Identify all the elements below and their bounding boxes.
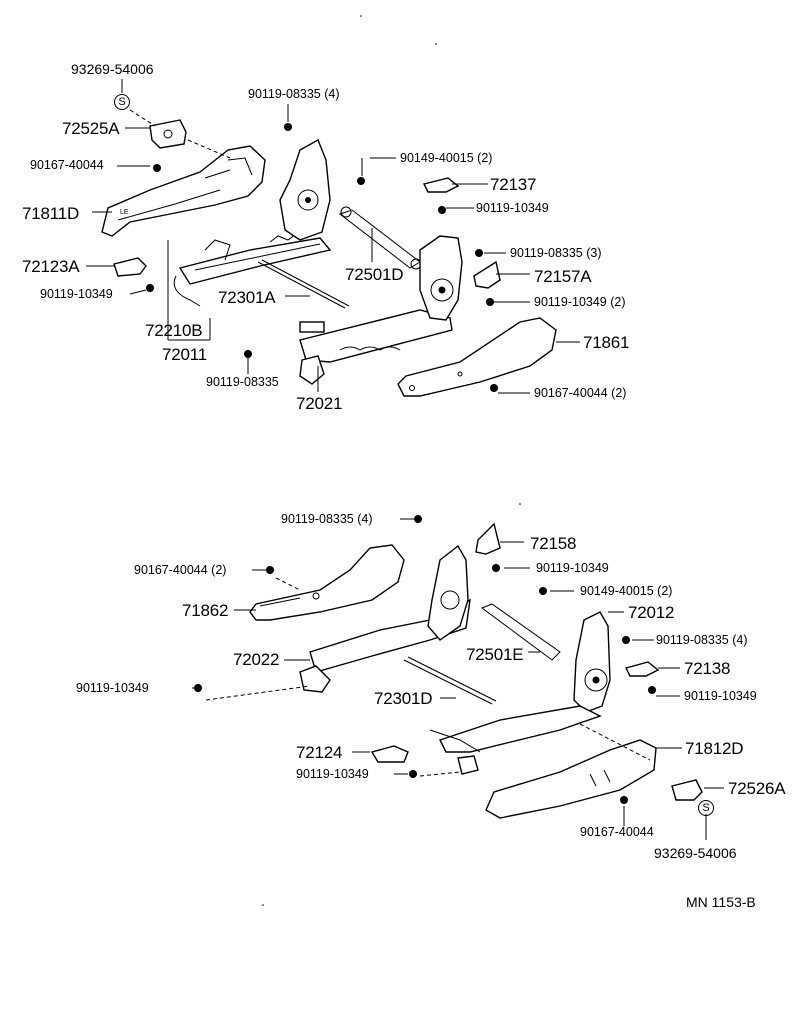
label-72011: 72011 (162, 345, 208, 364)
label-72158: 72158 (530, 534, 577, 553)
label-72526A: 72526A (728, 779, 786, 798)
label-72501E: 72501E (466, 645, 524, 664)
link-72301A (257, 261, 346, 309)
label-71861: 71861 (583, 333, 630, 352)
label-90119-10349-d: 90119-10349 (76, 681, 149, 695)
label-71862: 71862 (182, 601, 229, 620)
label-72157A: 72157A (534, 267, 592, 286)
label-72021: 72021 (296, 394, 343, 413)
seat-track-lower (439, 705, 602, 753)
outer-cover-71812D (485, 739, 657, 819)
cover-72157A (473, 260, 501, 289)
seat-track-72011 (178, 237, 332, 285)
link-72301D (403, 659, 493, 705)
label-72138: 72138 (684, 659, 731, 678)
s-mark-bottom: S (698, 800, 714, 816)
cap-72137 (422, 177, 460, 193)
recliner-plate-lower (427, 544, 469, 641)
cover-72158 (475, 522, 501, 555)
label-93269-54006-top: 93269-54006 (71, 61, 154, 77)
cap-72138 (624, 661, 660, 677)
label-90119-08335-4b: 90119-08335 (4) (281, 512, 373, 526)
label-90119-10349-c: 90119-10349 (536, 561, 609, 575)
label-72124: 72124 (296, 743, 343, 762)
label-72501D: 72501D (345, 265, 404, 284)
recliner-72157A-side (419, 235, 463, 321)
label-90119-10349-2: 90119-10349 (2) (534, 295, 626, 309)
label-90119-08335-a: 90119-08335 (206, 375, 279, 389)
label-72137: 72137 (490, 175, 537, 194)
label-93269-54006-bottom: 93269-54006 (654, 845, 737, 861)
label-90119-10349-f: 90119-10349 (296, 767, 369, 781)
label-71811D: 71811D (22, 204, 80, 223)
outer-cover-71811D (101, 145, 266, 237)
label-90119-10349-a: 90119-10349 (40, 287, 113, 301)
label-90149-40015-2b: 90149-40015 (2) (580, 584, 673, 598)
label-72012: 72012 (628, 603, 675, 622)
label-72301A: 72301A (218, 288, 276, 307)
label-72525A: 72525A (62, 119, 120, 138)
lever-72210B (173, 275, 201, 307)
rod-72501E (480, 603, 561, 661)
cap-72124 (370, 745, 409, 763)
bracket-72525A (149, 119, 187, 149)
outer-cover-71861 (397, 317, 557, 397)
label-72210B: 72210B (145, 321, 203, 340)
label-90167-40044-a: 90167-40044 (30, 158, 104, 172)
s-mark-top: S (114, 94, 130, 110)
label-90167-40044-b: 90167-40044 (580, 825, 654, 839)
label-90167-40044-2b: 90167-40044 (2) (134, 563, 227, 577)
label-90119-10349-b: 90119-10349 (476, 201, 549, 215)
svg-text:LE: LE (120, 209, 129, 216)
label-72301D: 72301D (374, 689, 433, 708)
seat-track-72022 (309, 598, 471, 673)
label-90119-08335-3: 90119-08335 (3) (510, 246, 602, 260)
label-90119-10349-e: 90119-10349 (684, 689, 757, 703)
bracket-72526A (671, 779, 703, 801)
rod-72501D (338, 209, 421, 269)
recliner-72012 (573, 611, 611, 713)
reference-code: MN 1153-B (686, 894, 756, 910)
label-90167-40044-2a: 90167-40044 (2) (534, 386, 627, 400)
cap-72123A (113, 257, 147, 277)
label-90119-08335-4a: 90119-08335 (4) (248, 87, 340, 101)
outer-cover-71862 (249, 544, 405, 621)
label-90149-40015-2a: 90149-40015 (2) (400, 151, 493, 165)
label-90119-08335-4c: 90119-08335 (4) (656, 633, 748, 647)
label-72123A: 72123A (22, 257, 80, 276)
label-71812D: 71812D (685, 739, 744, 758)
label-72022: 72022 (233, 650, 280, 669)
